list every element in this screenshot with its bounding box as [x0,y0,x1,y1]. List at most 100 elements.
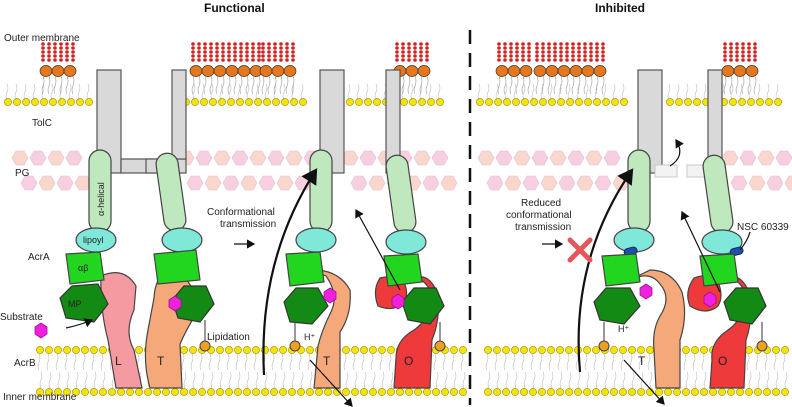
lipid-head [364,98,372,106]
lipid-head [54,388,62,396]
lipid-tail [75,371,79,389]
pg-hexagon [567,150,585,166]
lipid-head [628,388,636,396]
lps-sugar [565,46,569,50]
lps-sugar [197,46,201,50]
lps-sugar [527,50,531,54]
lipid-tail [307,353,311,371]
lps-sugar [59,50,63,54]
lipid-tail [612,83,616,101]
lipid-head [691,346,699,354]
panel-title-functional: Functional [204,1,265,15]
lipid-head [369,388,377,396]
lipid-tail [577,371,581,389]
lps-sugar [261,46,265,50]
state-label-t: T [638,354,646,368]
lipid-head [583,346,591,354]
label-tolc: TolC [32,118,52,129]
lps-sugar [245,58,249,62]
lipid-head [297,388,305,396]
lipid-tail [694,83,698,101]
lipid-tail [539,353,543,371]
lipid-tail [370,353,374,371]
lps-sugar [257,46,261,50]
lipid-head [81,346,89,354]
lps-tail [227,75,231,95]
lps-tail [53,75,57,95]
lipid-head [342,346,350,354]
lps-sugar [747,58,751,62]
lipid-tail [557,353,561,371]
lipid-head [684,98,692,106]
lipid-tail [282,371,286,389]
lps-sugar [577,54,581,58]
lps-sugar [723,46,727,50]
lipid-head [45,346,53,354]
lipid-head [538,388,546,396]
lps-sugar [583,50,587,54]
lps-sugar [547,46,551,50]
lps-sugar [577,42,581,46]
lps-sugar [59,42,63,46]
lps-head [225,65,239,77]
lps-sugar [407,50,411,54]
lps-head [189,65,203,77]
transport-arrows [65,138,751,407]
label-acrb: AcrB [14,358,36,369]
pg-hexagon [603,150,621,166]
lps-sugar [509,46,513,50]
lipid-tail [201,371,205,389]
pg-hexagon [276,175,294,191]
lipid-tail [575,353,579,371]
lipid-head [556,346,564,354]
lipid-head [324,388,332,396]
pg-hexagon [748,175,766,191]
lps-sugar [753,46,757,50]
pg-hexagon [784,175,792,191]
lps-sugar [541,42,545,46]
lipid-head [414,388,422,396]
lipid-head [691,388,699,396]
pg-hexagon [213,150,231,166]
lps-sugar [527,54,531,58]
lps-sugar [227,46,231,50]
lipid-tail [255,83,259,101]
lipid-head [756,98,764,106]
lipid-tail [246,371,250,389]
lps-tail [221,75,225,95]
lipid-head [351,346,359,354]
lps-sugar [577,46,581,50]
lps-sugar [285,42,289,46]
lipid-tail [199,353,203,371]
lps-sugar [291,58,295,62]
lps-tail [401,75,405,95]
lps-head [557,65,571,77]
pg-hexagon [222,175,240,191]
lipid-tail [401,83,405,101]
lipid-tail [77,83,81,101]
lipid-tail [253,353,257,371]
lipid-head [67,98,75,106]
lipid-head [673,388,681,396]
lps-sugar [291,54,295,58]
lipid-head [484,346,492,354]
lipid-head [90,388,98,396]
lipid-tail [437,83,441,101]
lipid-head [459,388,467,396]
lipid-head [144,388,152,396]
lps-sugar [197,54,201,58]
lipid-head [700,388,708,396]
label-lipoyl: lipoyl [83,235,104,245]
lps-sugar [401,42,405,46]
lps-sugar [53,50,57,54]
lps-sugar [221,54,225,58]
lipid-head [405,388,413,396]
lps-sugar [589,50,593,54]
lipid-head [772,388,780,396]
lps-sugar [395,46,399,50]
pg-hexagon [486,175,504,191]
lps-sugar [267,42,271,46]
lps-sugar [209,46,213,50]
lps-tail [583,75,587,95]
lps-sugar [589,58,593,62]
